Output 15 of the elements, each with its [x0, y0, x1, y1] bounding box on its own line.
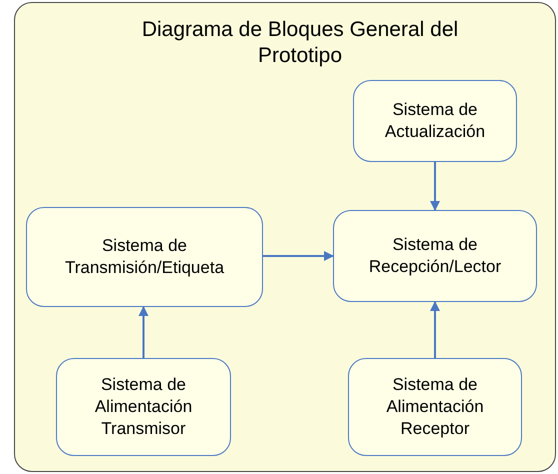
process-box: [348, 358, 522, 456]
arrow: [430, 301, 440, 358]
box-label: Sistema de Alimentación Receptor: [385, 374, 485, 440]
arrow: [138, 306, 148, 358]
box-label: Sistema de Transmisión/Etiqueta: [64, 235, 226, 279]
process-box: [333, 210, 537, 302]
box-label: Sistema de Recepción/Lector: [368, 234, 502, 278]
process-box: [353, 80, 517, 162]
arrow: [430, 162, 440, 211]
arrow: [263, 251, 334, 261]
box-label: Sistema de Actualización: [384, 99, 486, 143]
process-box: [56, 358, 231, 456]
box-label: Sistema de Alimentación Transmisor: [94, 374, 194, 440]
diagram-title: Diagrama de Bloques General del Prototipo: [140, 17, 460, 69]
process-box: [26, 207, 263, 307]
